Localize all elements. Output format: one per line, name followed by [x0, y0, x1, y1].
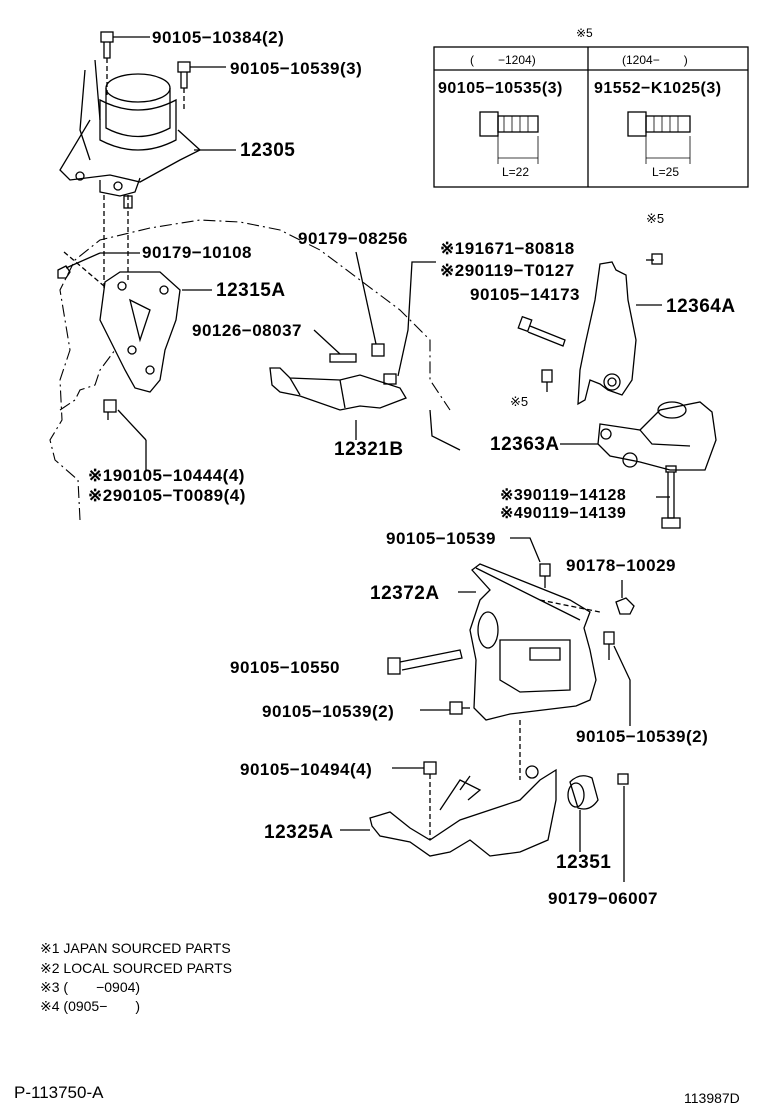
- label-12321B: 12321B: [334, 439, 404, 460]
- footer-right-code: 113987D: [684, 1090, 740, 1106]
- bolt-90105-14173: [517, 315, 566, 347]
- inset-col-left-range: ( −1204): [470, 53, 536, 67]
- engine-outline: [49, 219, 451, 521]
- label-12363A: 12363A: [490, 434, 560, 455]
- inset-col-right-range: (1204− ): [622, 53, 688, 67]
- label-190105-10444: ※190105−10444(4): [88, 466, 245, 485]
- note-local-sourced: ※2 LOCAL SOURCED PARTS: [40, 960, 232, 976]
- label-90105-10384: 90105−10384(2): [152, 28, 285, 47]
- footer-left-code: P-113750-A: [14, 1083, 104, 1102]
- bolt-90105-10539-a: [539, 563, 551, 588]
- label-490119-14139: ※490119−14139: [500, 505, 627, 522]
- engine-edge: [429, 409, 461, 451]
- label-90105-10539-3: 90105−10539(3): [230, 59, 363, 78]
- label-90105-10539-2a: 90105−10539(2): [262, 702, 395, 721]
- inset-bolt-left: [479, 111, 539, 164]
- label-90179-08256: 90179−08256: [298, 229, 408, 248]
- bracket-12325A: [369, 765, 557, 857]
- bolt-90105-10550: [387, 649, 463, 675]
- bracket-12321B: [269, 367, 407, 411]
- nut-90179-06007: [617, 773, 629, 785]
- inset-col-right-length: L=25: [652, 165, 680, 179]
- label-90105-10550: 90105−10550: [230, 658, 340, 677]
- inset-mark: ※5: [576, 26, 593, 40]
- note-mark4-range: ※4 (0905− ): [40, 998, 141, 1014]
- bracket-12364A: [577, 261, 637, 406]
- label-90105-14173: 90105−14173: [470, 285, 580, 304]
- bushing-12351: [567, 775, 599, 810]
- label-191671-80818: ※191671−80818: [440, 239, 575, 258]
- note-mark3-range: ※3 ( −0904): [40, 979, 141, 995]
- label-12351: 12351: [556, 852, 612, 873]
- bolt-191671: [383, 373, 397, 385]
- nut-90179-10108: [57, 265, 71, 279]
- mount-12363A: [597, 401, 717, 471]
- mount-12305: [59, 59, 202, 197]
- inset-col-left-part: 90105−10535(3): [438, 80, 563, 97]
- label-90179-06007: 90179−06007: [548, 889, 658, 908]
- label-90105-10539-a: 90105−10539: [386, 529, 496, 548]
- label-390119-14128: ※390119−14128: [500, 487, 627, 504]
- bolt-90105-10444: [103, 399, 117, 420]
- nut-90179-08256: [371, 343, 385, 357]
- bolt-90105-10384: [100, 31, 114, 59]
- bracket-12372A: [469, 563, 597, 721]
- bolt-90105-10494: [423, 761, 437, 840]
- label-90178-10029: 90178−10029: [566, 556, 676, 575]
- label-12364A: 12364A: [666, 296, 736, 317]
- label-90179-10108: 90179−10108: [142, 243, 252, 262]
- bolt-mark5-lower: [541, 369, 553, 392]
- bracket-12315A: [99, 271, 181, 393]
- inset-bolt-right: [627, 111, 691, 164]
- bolt-mark5-top: [646, 253, 663, 265]
- label-290105-T0089: ※290105−T0089(4): [88, 486, 246, 505]
- inset-col-right-part: 91552−K1025(3): [594, 80, 722, 97]
- label-90105-10539-2b: 90105−10539(2): [576, 727, 709, 746]
- nut-90178-10029: [615, 597, 635, 615]
- bolt-90105-10539-2b: [603, 631, 615, 660]
- label-12315A: 12315A: [216, 280, 286, 301]
- bolt-90105-10539-3: [177, 61, 191, 89]
- label-mark5-top: ※5: [646, 211, 665, 226]
- bolt-90105-10539-2a: [449, 701, 470, 715]
- label-12325A: 12325A: [264, 822, 334, 843]
- label-90105-10494: 90105−10494(4): [240, 760, 373, 779]
- label-mark5-bolt: ※5: [510, 394, 529, 409]
- label-12372A: 12372A: [370, 583, 440, 604]
- inset-col-left-length: L=22: [502, 165, 530, 179]
- bolt-390119-14128: [661, 465, 681, 529]
- note-japan-sourced: ※1 JAPAN SOURCED PARTS: [40, 940, 231, 956]
- stud-90126-08037: [329, 353, 357, 363]
- inset-box: [433, 46, 749, 188]
- label-12305: 12305: [240, 140, 296, 161]
- label-290119-T0127: ※290119−T0127: [440, 261, 575, 280]
- label-90126-08037: 90126−08037: [192, 321, 302, 340]
